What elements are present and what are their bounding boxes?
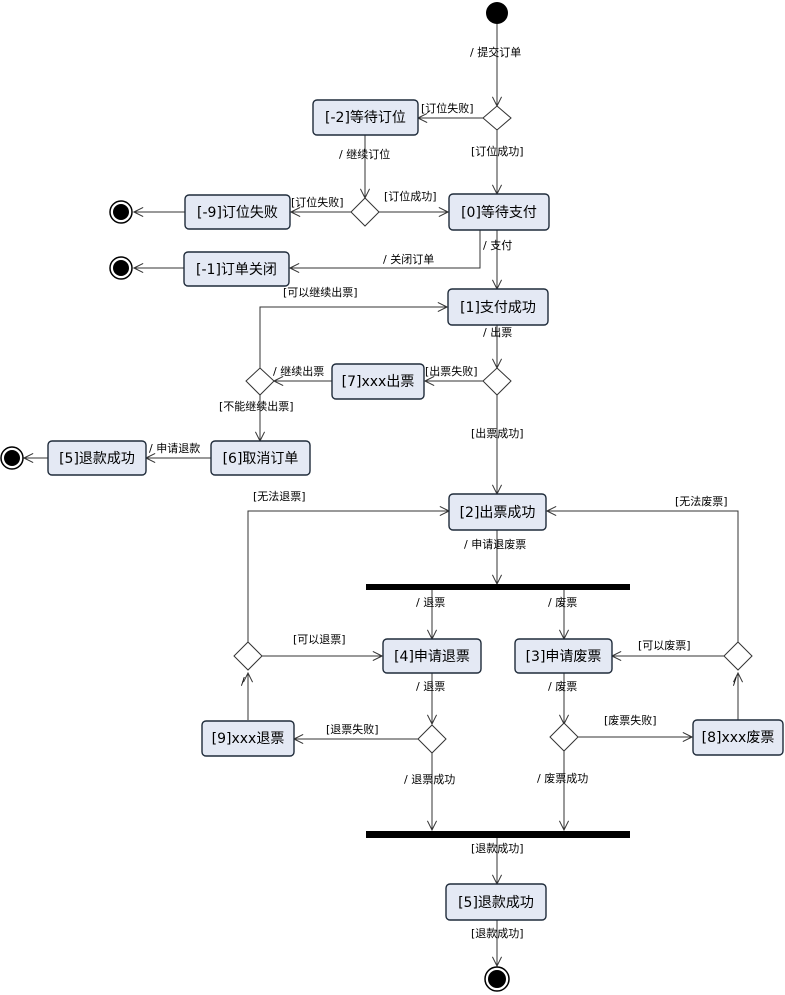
state-pay-ok: [1]支付成功 [447,288,549,326]
label-close-order: / 关闭订单 [383,252,434,266]
label-refund-success: / 退票成功 [404,773,455,786]
label-can-continue: [可以继续出票] [283,285,358,299]
final-node-refund-side [0,446,24,470]
label-submit: / 提交订单 [470,45,521,59]
state-apply-refund: [4]申请退票 [382,638,482,674]
label-continue-issue: / 继续出票 [273,364,324,378]
final-node-book-fail [109,200,133,224]
label-issue: / 出票 [483,325,512,339]
state-wait-book-label: [-2]等待订位 [325,109,406,126]
decision-refund-left [233,641,263,671]
state-void-xxx-label: [8]xxx废票 [702,730,775,746]
decision-void-result [549,722,579,752]
edge-decision-to-ticket-ok-left [247,511,449,642]
label-money-ok-2: [退款成功] [471,926,524,940]
state-refund-ok-side: [5]退款成功 [47,440,147,476]
label-continue-book: / 继续订位 [339,147,390,161]
label-apply-refund-void: / 申请退废票 [464,537,526,551]
label-void-fail: [废票失败] [604,713,657,727]
label-money-ok-1: [退款成功] [471,841,524,855]
state-wait-pay-label: [0]等待支付 [461,204,537,221]
initial-node [486,2,508,24]
decision-refund-result [417,724,447,754]
decision-continue-issue [245,367,275,396]
edge-wait-pay-to-order-closed [290,230,481,268]
label-can-void: [可以废票] [638,638,691,652]
label-cannot-void: [无法废票] [675,494,728,508]
label-book-ok-1: [订位成功] [471,144,524,158]
state-cancel-order-label: [6]取消订单 [223,451,299,467]
edges [24,24,738,966]
label-slash-left: / [241,675,245,688]
edge-labels: / 提交订单 [订位失败] [订位成功] / 继续订位 [订位失败] [订位成功… [149,45,737,940]
label-pay: / 支付 [483,239,512,252]
state-book-fail: [-9]订位失败 [184,194,291,230]
state-order-closed: [-1]订单关闭 [183,251,290,287]
label-slash-right: / [733,675,737,688]
label-can-refund: [可以退票] [293,633,346,646]
decision-after-submit [482,105,512,131]
state-ticket-xxx-label: [7]xxx出票 [342,374,415,390]
label-refund-act: / 退票 [416,680,445,693]
state-ticket-ok-label: [2]出票成功 [460,505,536,521]
label-void-act: / 废票 [548,679,577,693]
label-cannot-continue: [不能继续出票] [219,399,294,413]
label-refund-fork: / 退票 [416,596,445,609]
state-ticket-ok: [2]出票成功 [448,493,547,531]
label-book-ok-2: [订位成功] [384,189,437,203]
state-refund-xxx-label: [9]xxx退票 [212,731,285,747]
label-issue-fail: [出票失败] [425,364,478,378]
state-refund-xxx: [9]xxx退票 [201,720,295,757]
edge-decision-to-ticket-ok-right [547,511,739,642]
label-apply-refund-arrow: / 申请退款 [149,441,200,455]
state-refund-ok-main: [5]退款成功 [445,883,547,921]
decision-after-continue-book [350,197,380,227]
label-refund-fail: [退票失败] [326,722,379,736]
state-apply-refund-label: [4]申请退票 [394,649,470,665]
state-apply-void-label: [3]申请废票 [526,649,602,665]
label-book-fail-2: [订位失败] [291,195,344,209]
edge-decision-to-pay-ok [259,307,447,368]
state-pay-ok-label: [1]支付成功 [460,300,536,316]
state-wait-book: [-2]等待订位 [312,99,419,136]
state-refund-ok-main-label: [5]退款成功 [458,895,534,911]
decision-after-issue [482,367,512,396]
label-issue-ok: [出票成功] [471,426,524,440]
state-void-xxx: [8]xxx废票 [692,719,784,756]
label-cannot-refund: [无法退票] [253,489,306,503]
label-void-fork: / 废票 [548,595,577,609]
decision-void-right [723,641,753,671]
label-void-success: / 废票成功 [537,771,588,785]
state-wait-pay: [0]等待支付 [448,193,550,231]
final-node-order-closed [109,256,133,280]
state-refund-ok-side-label: [5]退款成功 [59,451,135,467]
fork-bar [366,584,630,590]
final-node-main [484,966,510,992]
state-ticket-xxx: [7]xxx出票 [331,363,425,400]
state-book-fail-label: [-9]订位失败 [197,205,278,221]
state-cancel-order: [6]取消订单 [210,440,311,476]
join-bar [366,831,630,838]
state-order-closed-label: [-1]订单关闭 [196,262,277,278]
label-book-fail-1: [订位失败] [421,101,474,115]
state-apply-void: [3]申请废票 [514,638,613,674]
